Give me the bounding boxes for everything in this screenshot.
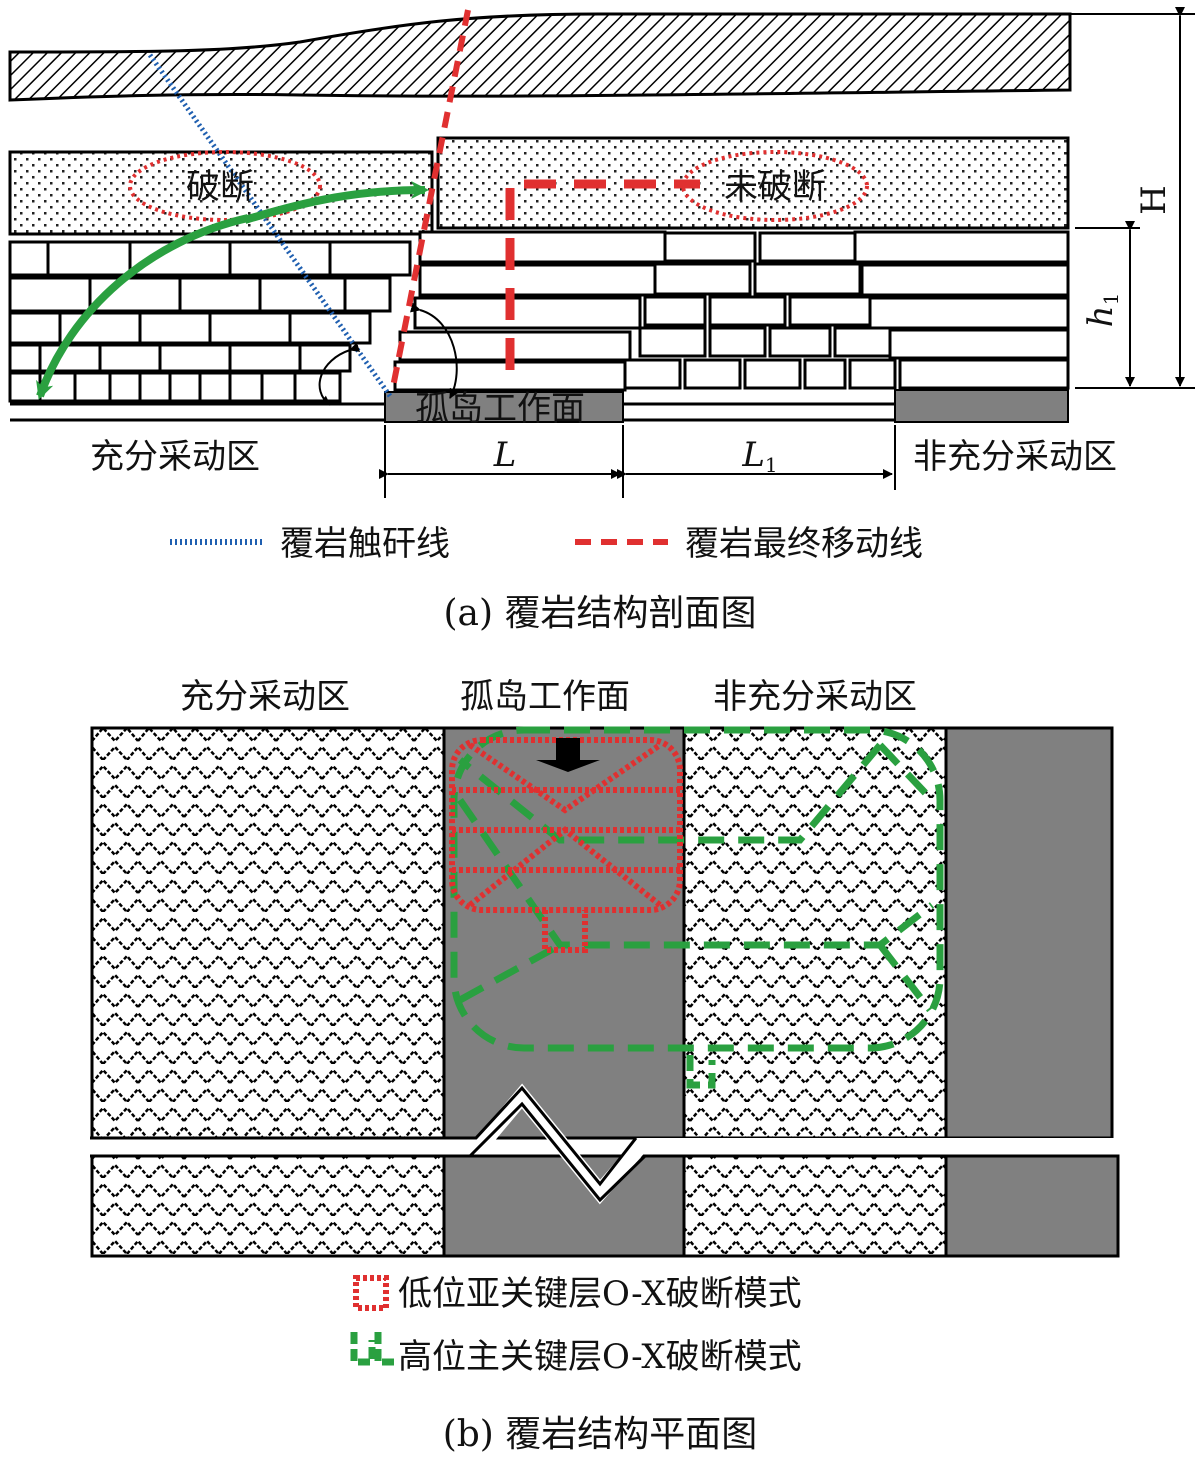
fully-mined-label-a: 充分采动区	[90, 437, 260, 477]
plan-view-diagram: 充分采动区 孤岛工作面 非充分采动区	[90, 677, 1120, 1455]
caved-blocks-left	[8, 240, 412, 403]
dim-L-label: L	[493, 435, 517, 475]
island-face-zone-lower	[442, 1154, 686, 1258]
not-fully-mined-zone-upper	[682, 726, 948, 1140]
surface-soil-layer	[8, 12, 1072, 102]
green-arrow-down	[36, 214, 249, 400]
legend-contact-line-label: 覆岩触矸线	[280, 524, 450, 564]
unmined-coal-zone-upper	[944, 726, 1114, 1140]
not-fully-mined-label-b: 非充分采动区	[713, 677, 917, 717]
fully-mined-zone-lower	[90, 1154, 446, 1258]
dim-H-label: H	[1134, 185, 1174, 215]
caption-b: (b) 覆岩结构平面图	[443, 1414, 758, 1455]
unmined-coal-block	[894, 389, 1069, 423]
island-face-zone-upper	[442, 726, 686, 1140]
green-arrow-up	[243, 181, 429, 224]
fully-mined-zone-upper	[90, 726, 446, 1140]
high-key-legend-fragment	[686, 1055, 716, 1089]
island-face-label: 孤岛工作面	[415, 389, 585, 429]
final-movement-line	[389, 9, 471, 393]
legend-movement-line-label: 覆岩最终移动线	[685, 524, 923, 564]
dim-h1-label: h1	[1081, 293, 1123, 328]
break-symbol	[90, 1083, 1120, 1205]
caption-a: (a) 覆岩结构剖面图	[444, 593, 757, 634]
fully-mined-label-b: 充分采动区	[180, 677, 350, 717]
angle-arc-right	[409, 302, 459, 399]
unbroken-label: 未破断	[724, 167, 826, 207]
island-face-label-b: 孤岛工作面	[460, 677, 630, 717]
legend-high-key-label: 高位主关键层O-X破断模式	[398, 1337, 802, 1377]
arch-blocks-right	[623, 230, 1070, 390]
mining-direction-arrow	[536, 738, 600, 772]
unbroken-zone-ellipse	[681, 150, 869, 222]
angle-arc-left	[318, 342, 361, 406]
final-movement-line-right	[505, 179, 700, 370]
not-fully-mined-label-a: 非充分采动区	[913, 437, 1117, 477]
legend-low-key-label: 低位亚关键层O-X破断模式	[398, 1274, 802, 1314]
cross-section-diagram: 孤岛工作面 破断 未破断 H h1 L L	[8, 7, 1195, 634]
dim-L1-label: L1	[741, 435, 777, 477]
unmined-coal-zone-lower	[944, 1154, 1120, 1258]
legend-high-key-swatch	[350, 1332, 396, 1366]
not-fully-mined-zone-lower	[682, 1154, 948, 1258]
broken-label: 破断	[186, 167, 254, 207]
legend-low-key-swatch	[353, 1275, 389, 1311]
